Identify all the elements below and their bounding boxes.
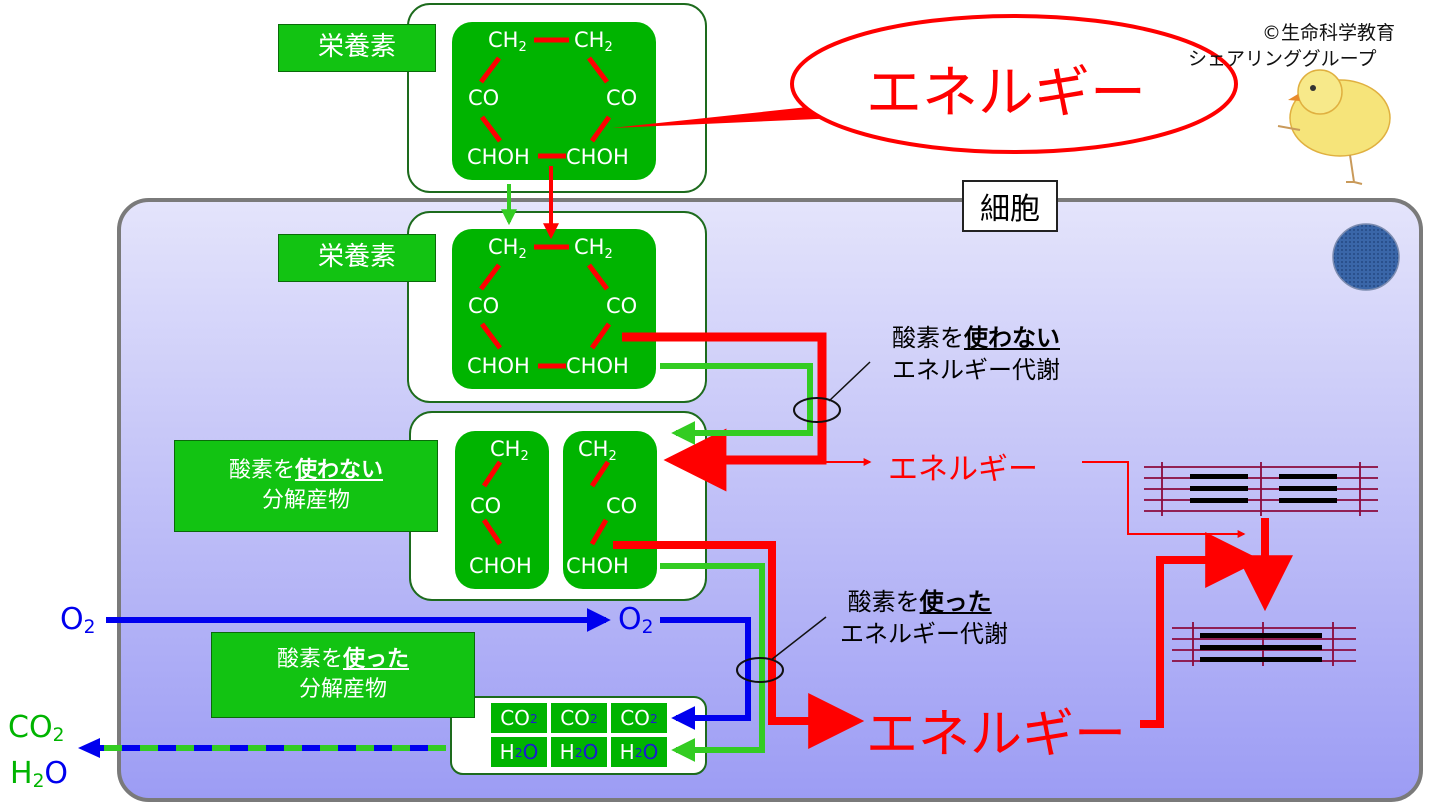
mol-top-ch2-left: CH2 [488,28,527,55]
anaerobic-metabolism-note: 酸素を使わない エネルギー代謝 [892,324,1060,385]
anaerobic-products-label: 酸素を使わない 分解産物 [174,440,438,532]
energy-bubble-tail [612,104,840,128]
mol-top-choh-right: CHOH [566,145,629,169]
copyright-line-1: ©生命科学教育 [1262,22,1396,44]
prod-right-co: CO [606,494,638,518]
mol-top-choh-left: CHOH [467,145,530,169]
energy-bubble-text: エネルギー [866,61,1146,126]
energy-bubble [790,14,1238,154]
mol-inside-ch2-left: CH2 [488,235,527,262]
energy-small: エネルギー [888,452,1038,487]
nucleus [1332,223,1400,291]
co2-output: CO2 [8,710,65,746]
mol-inside-choh-left: CHOH [467,354,530,378]
chick-illustration [1277,69,1391,185]
mol-inside-co-right: CO [606,294,638,318]
energy-large: エネルギー [866,705,1127,765]
mol-top-co-left: CO [468,86,500,110]
mol-inside-choh-right: CHOH [566,354,629,378]
prod-left-choh: CHOH [469,554,532,578]
muscle-relaxed [1144,462,1378,516]
mol-top-ch2-right: CH2 [574,28,613,55]
nutrient-label-top: 栄養素 [278,24,436,72]
mol-inside-co-left: CO [468,294,500,318]
o2-inside: O2 [618,602,654,638]
aerobic-metabolism-note: 酸素を使った エネルギー代謝 [840,588,1008,649]
prod-right-ch2: CH2 [578,437,617,464]
prod-left-co: CO [470,494,502,518]
anaerobic-product-box [409,411,707,601]
prod-left-ch2: CH2 [490,437,529,464]
mol-inside-ch2-right: CH2 [574,235,613,262]
o2-input: O2 [60,602,96,638]
copyright-line-2: シェアリンググループ [1188,48,1377,70]
h2o-output: H2O [10,756,69,792]
prod-right-choh: CHOH [566,554,629,578]
cell-title: 細胞 [962,180,1058,232]
mol-top-co-right: CO [606,86,638,110]
nutrient-label-inside: 栄養素 [278,234,436,282]
aerobic-products-label: 酸素を使った 分解産物 [211,632,475,718]
